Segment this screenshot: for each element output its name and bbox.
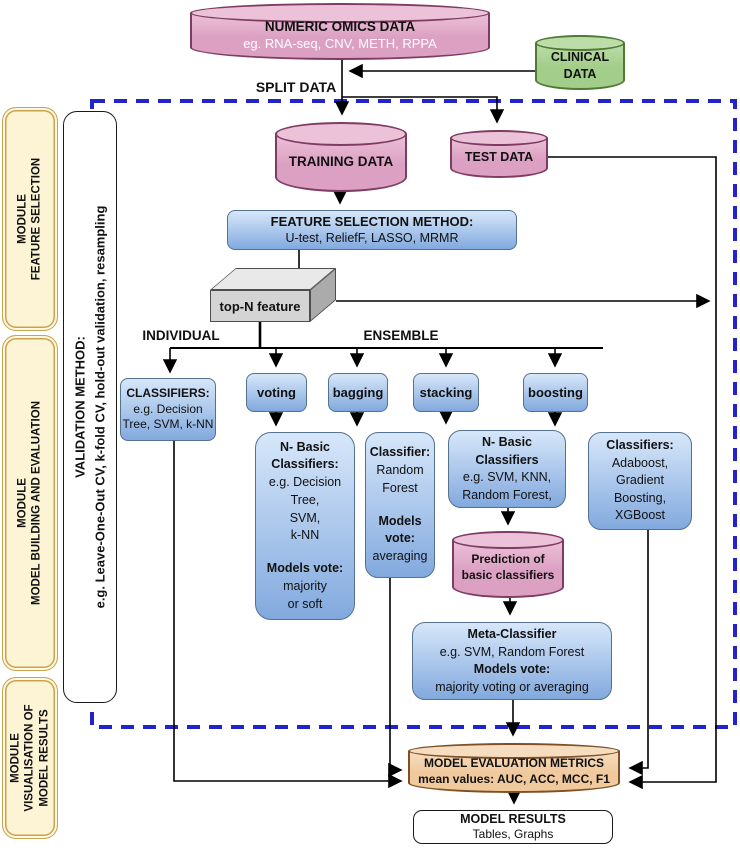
omics-subtitle: eg. RNA-seq, CNV, METH, RPPA <box>243 35 437 51</box>
boosting-detail-line: Boosting, <box>613 490 667 505</box>
boosting-detail-heading: Classifiers: <box>606 438 674 453</box>
module-label: MODULE <box>16 478 29 528</box>
stacking-detail-heading: N- Basic <box>481 435 533 449</box>
prediction-cylinder: Prediction of basic classifiers <box>452 531 564 598</box>
clinical-data-cylinder: CLINICAL DATA <box>535 35 625 90</box>
validation-method-box: VALIDATION METHOD: e.g. Leave-One-Out CV… <box>63 111 117 703</box>
individual-classifiers-box: CLASSIFIERS: e.g. Decision Tree, SVM, k-… <box>120 378 216 441</box>
prediction-label: Prediction of <box>471 552 545 567</box>
module-label: MODEL RESULTS <box>38 709 51 807</box>
voting-detail-line: e.g. Decision <box>268 475 342 490</box>
stacking-detail-heading: Classifiers <box>475 452 539 467</box>
classifiers-title: CLASSIFIERS: <box>126 386 210 401</box>
arrow-test-metrics <box>548 156 717 790</box>
stacking-box: stacking <box>413 373 479 412</box>
validation-title: VALIDATION METHOD: <box>72 336 88 478</box>
fs-title: FEATURE SELECTION METHOD: <box>270 213 474 229</box>
boosting-box: boosting <box>523 373 588 412</box>
module-label: MODEL BUILDING AND EVALUATION <box>31 400 43 606</box>
bagging-box: bagging <box>328 373 388 412</box>
arrow-bagging-metrics <box>388 578 403 778</box>
bagging-detail-heading: Models <box>378 513 422 528</box>
voting-detail-line: Tree, <box>290 492 320 507</box>
training-data-cylinder: TRAINING DATA <box>275 122 407 192</box>
prediction-label: basic classifiers <box>461 568 555 582</box>
classifiers-line: Tree, SVM, k-NN <box>122 417 214 432</box>
stacking-label: stacking <box>419 384 473 400</box>
bagging-detail-box: Classifier: Random Forest Models vote: a… <box>365 432 435 578</box>
meta-heading: Models vote: <box>473 662 551 676</box>
bagging-detail-line: Random <box>376 463 424 477</box>
boosting-detail-box: Classifiers: Adaboost, Gradient Boosting… <box>588 432 692 530</box>
voting-detail-heading: Models vote: <box>266 561 344 576</box>
stacking-detail-line: Random Forest, <box>462 487 552 502</box>
model-results-box: MODEL RESULTS Tables, Graphs <box>413 810 613 844</box>
module-label: VISUALISATION OF <box>23 704 36 812</box>
bagging-detail-heading: vote: <box>385 531 415 546</box>
ensemble-label: ENSEMBLE <box>363 328 439 343</box>
results-title: MODEL RESULTS <box>460 811 566 826</box>
voting-detail-heading: Classifiers: <box>271 457 339 472</box>
split-data-label: SPLIT DATA <box>255 79 337 95</box>
test-label: TEST DATA <box>464 149 534 164</box>
boosting-label: boosting <box>528 384 583 400</box>
clinical-label: CLINICAL <box>550 50 610 65</box>
training-label: TRAINING DATA <box>288 154 394 170</box>
evaluation-metrics-cylinder: MODEL EVALUATION METRICS mean values: AU… <box>408 743 620 793</box>
meta-classifier-box: Meta-Classifier e.g. SVM, Random Forest … <box>412 622 612 700</box>
voting-detail-heading: N- Basic <box>279 439 331 454</box>
stacking-detail-box: N- Basic Classifiers e.g. SVM, KNN, Rand… <box>448 430 566 508</box>
fs-methods: U-test, ReliefF, LASSO, MRMR <box>285 231 459 246</box>
meta-line: e.g. SVM, Random Forest <box>439 644 585 659</box>
individual-label: INDIVIDUAL <box>142 328 220 343</box>
numeric-omics-data-cylinder: NUMERIC OMICS DATA eg. RNA-seq, CNV, MET… <box>190 3 490 60</box>
meta-line: majority voting or averaging <box>435 679 589 694</box>
voting-detail-line: majority <box>283 578 327 593</box>
classifiers-line: e.g. Decision <box>133 401 203 416</box>
bagging-detail-heading: Classifier: <box>369 445 431 460</box>
module-feature-selection: MODULE FEATURE SELECTION <box>2 107 58 331</box>
bagging-detail-line: averaging <box>372 549 428 563</box>
stacking-detail-line: e.g. SVM, KNN, <box>462 470 552 484</box>
arrow-split-test <box>342 96 505 124</box>
boosting-detail-line: XGBoost <box>614 508 666 523</box>
arrow-classifiers-metrics <box>173 441 403 789</box>
module-label: MODULE <box>9 733 22 783</box>
validation-methods: e.g. Leave-One-Out CV, k-fold CV, hold-o… <box>92 205 107 609</box>
top-n-label: top-N feature <box>219 298 301 314</box>
test-data-cylinder: TEST DATA <box>450 130 548 178</box>
voting-detail-box: N- Basic Classifiers: e.g. Decision Tree… <box>255 432 355 620</box>
boosting-detail-line: Adaboost, <box>611 455 669 470</box>
voting-detail-line: SVM, <box>289 510 321 525</box>
feature-selection-box: FEATURE SELECTION METHOD: U-test, Relief… <box>227 210 517 250</box>
bagging-label: bagging <box>332 384 384 400</box>
omics-title: NUMERIC OMICS DATA <box>264 19 416 35</box>
voting-detail-line: or soft <box>287 596 323 611</box>
module-model-building: MODULE MODEL BUILDING AND EVALUATION <box>2 335 58 671</box>
metrics-values: mean values: AUC, ACC, MCC, F1 <box>418 772 610 786</box>
arrow-boosting-metrics <box>628 530 649 776</box>
meta-title: Meta-Classifier <box>467 627 557 641</box>
module-label: FEATURE SELECTION <box>31 157 43 281</box>
clinical-label: DATA <box>563 66 597 81</box>
results-subtitle: Tables, Graphs <box>472 827 554 842</box>
voting-label: voting <box>257 384 296 400</box>
metrics-title: MODEL EVALUATION METRICS <box>424 755 604 770</box>
bagging-detail-line: Forest <box>382 480 418 495</box>
voting-box: voting <box>246 373 307 412</box>
module-label: MODULE <box>16 194 29 244</box>
module-visualisation: MODULE VISUALISATION OF MODEL RESULTS <box>2 677 58 839</box>
voting-detail-line: k-NN <box>290 528 320 543</box>
boosting-detail-line: Gradient <box>616 473 664 488</box>
